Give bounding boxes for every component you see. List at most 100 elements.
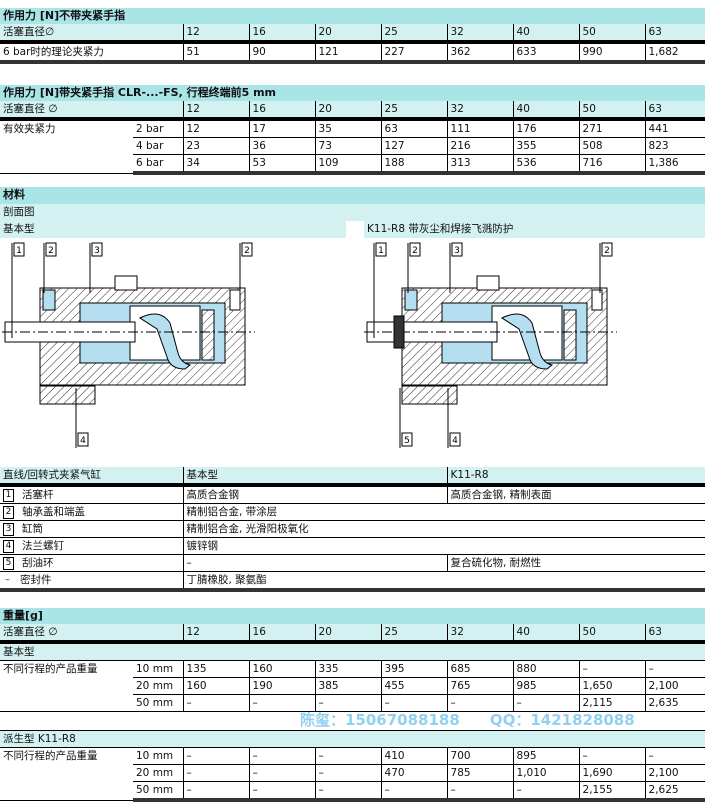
value-cell: 785 xyxy=(446,764,514,782)
material-part: –密封件 xyxy=(0,571,183,592)
callout-box xyxy=(375,242,387,257)
value-cell: – xyxy=(182,764,250,782)
callout-label: 1 xyxy=(378,246,384,256)
diameter-label: 活塞直径 ∅ xyxy=(0,101,184,121)
value-cell: 313 xyxy=(446,154,514,175)
force-with-finger-section: 作用力 [N]带夹紧手指 CLR-...-FS, 行程终端前5 mm 活塞直径 … xyxy=(0,85,706,175)
value-cell: 355 xyxy=(512,137,580,155)
value-cell: 362 xyxy=(446,42,513,64)
value-cell: 395 xyxy=(380,660,448,678)
diameter-16: 16 xyxy=(248,101,316,121)
row-sub-label: 4 bar xyxy=(133,137,184,155)
basic-material: – xyxy=(182,554,447,572)
part-number-badge: 1 xyxy=(3,488,14,502)
part-number-badge: 4 xyxy=(3,539,14,553)
value-cell: – xyxy=(578,660,646,678)
callout-box xyxy=(401,432,413,447)
row-label: 不同行程的产品重量 xyxy=(0,747,133,801)
flange-screw xyxy=(401,385,458,405)
callout-box xyxy=(13,242,25,257)
row-sub-label: 10 mm xyxy=(133,660,184,678)
callout-label: 2 xyxy=(244,246,250,256)
diameter-40: 40 xyxy=(512,624,580,644)
value-cell: 216 xyxy=(446,137,514,155)
part-number-badge: 5 xyxy=(3,556,14,570)
diameter-63: 63 xyxy=(644,624,706,644)
callout-box xyxy=(601,242,613,257)
basic-material: 精制铝合金, 光滑阳极氧化 xyxy=(182,520,705,538)
value-cell: – xyxy=(512,694,580,712)
value-cell: – xyxy=(248,764,316,782)
value-cell: – xyxy=(314,694,382,712)
value-cell: 176 xyxy=(512,119,580,138)
value-cell: 985 xyxy=(512,677,580,695)
value-cell: 700 xyxy=(446,747,514,765)
diameter-20: 20 xyxy=(314,624,382,644)
callout-box xyxy=(45,242,57,257)
value-cell: 441 xyxy=(644,119,706,138)
diameter-32: 32 xyxy=(446,24,513,44)
diameter-label: 活塞直径 ∅ xyxy=(0,624,184,644)
row-label: 不同行程的产品重量 xyxy=(0,660,133,712)
diameter-63: 63 xyxy=(644,24,705,44)
value-cell: – xyxy=(182,781,250,802)
materials-section: 材料 剖面图 基本型 K11-R8 带灰尘和焊接飞溅防护 xyxy=(0,187,705,238)
diameter-25: 25 xyxy=(380,101,448,121)
row-sub-label: 2 bar xyxy=(133,119,184,138)
callout-box xyxy=(91,242,103,257)
value-cell: – xyxy=(314,781,382,802)
value-cell: – xyxy=(182,747,250,765)
material-part: 2 轴承盖和端盖 xyxy=(0,503,183,521)
value-cell: 35 xyxy=(314,119,382,138)
piston-seal xyxy=(201,309,215,361)
callout-label: 3 xyxy=(454,246,460,256)
value-cell: 470 xyxy=(380,764,448,782)
port-right xyxy=(591,289,603,311)
row-sub-label: 20 mm xyxy=(133,677,184,695)
diameter-40: 40 xyxy=(512,101,580,121)
callout-box xyxy=(451,242,463,257)
value-cell: – xyxy=(446,781,514,802)
part-number-badge: – xyxy=(5,574,10,585)
value-cell: 536 xyxy=(512,154,580,175)
value-cell: 2,100 xyxy=(644,677,706,695)
value-cell: – xyxy=(578,747,646,765)
row-sub-label: 6 bar xyxy=(133,154,184,175)
row-sub-label: 20 mm xyxy=(133,764,184,782)
diameter-12: 12 xyxy=(182,624,250,644)
value-cell: – xyxy=(380,694,448,712)
value-cell: 109 xyxy=(314,154,382,175)
diameter-16: 16 xyxy=(248,24,315,44)
k11-material: 高质合金钢, 精制表面 xyxy=(446,485,705,504)
callout-label: 4 xyxy=(452,436,458,446)
material-row: –密封件丁腈橡胶, 聚氨酯 xyxy=(0,571,705,592)
callout-box xyxy=(409,242,421,257)
part-number-badge: 2 xyxy=(3,505,14,519)
diameter-12: 12 xyxy=(182,24,249,44)
diameter-32: 32 xyxy=(446,624,514,644)
value-cell: 895 xyxy=(512,747,580,765)
value-cell: 23 xyxy=(182,137,250,155)
value-cell: 716 xyxy=(578,154,646,175)
wiper-ring xyxy=(393,315,405,349)
callout-box xyxy=(449,432,461,447)
value-cell: 190 xyxy=(248,677,316,695)
part-name: 活塞杆 xyxy=(22,489,54,501)
part-name: 轴承盖和端盖 xyxy=(22,506,85,518)
watermark-qq: QQ：1421828088 xyxy=(489,711,635,729)
diameter-63: 63 xyxy=(644,101,706,121)
value-cell: – xyxy=(446,694,514,712)
diameter-20: 20 xyxy=(314,101,382,121)
value-cell: 227 xyxy=(380,42,447,64)
basic-material: 高质合金钢 xyxy=(182,485,447,504)
